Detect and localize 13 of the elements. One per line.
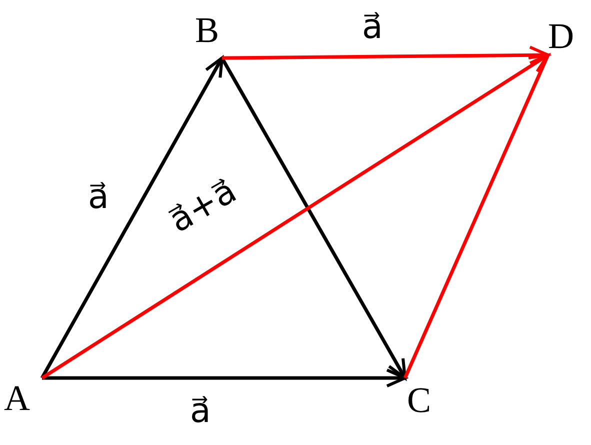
vector-arrow: [41, 54, 550, 380]
point-label: D: [548, 18, 574, 54]
point-label: B: [195, 12, 220, 48]
edge-label: a⃗: [88, 178, 109, 216]
vector-arrow: [40, 56, 224, 379]
vector-arrow: [220, 57, 407, 380]
vector-arrow: [42, 368, 406, 388]
edge-label: a⃗+a⃗: [163, 172, 243, 240]
point-label: A: [4, 380, 30, 416]
edge-label: a⃗: [362, 8, 383, 46]
point-label: C: [407, 382, 432, 418]
edge-label: a⃗: [190, 392, 211, 430]
vector-arrow: [222, 46, 550, 65]
